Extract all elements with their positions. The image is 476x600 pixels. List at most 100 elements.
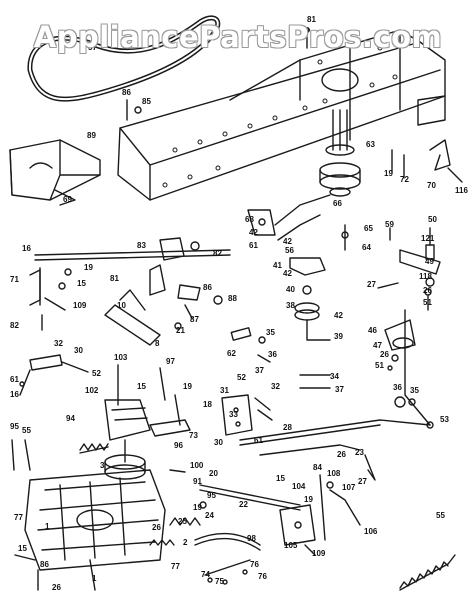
part-label: 35 bbox=[266, 328, 275, 337]
part-label: 83 bbox=[137, 241, 146, 250]
brake-cluster-97-drawing bbox=[104, 364, 191, 441]
part-label: 81 bbox=[110, 274, 119, 283]
part-label: 19 bbox=[84, 263, 93, 272]
watermark: AppliancePartsPros.com bbox=[33, 20, 443, 54]
part-label: 19 bbox=[304, 495, 313, 504]
part-label: 28 bbox=[283, 423, 292, 432]
part-label: 84 bbox=[313, 463, 322, 472]
part-label: 65 bbox=[364, 224, 373, 233]
part-label: 25 bbox=[178, 517, 187, 526]
part-label: 69 bbox=[63, 195, 72, 204]
bracket-105-drawing bbox=[279, 474, 361, 556]
part-label: 95 bbox=[10, 422, 19, 431]
part-label: 59 bbox=[385, 220, 394, 229]
part-label: 49 bbox=[425, 257, 434, 266]
part-label: 61 bbox=[249, 241, 258, 250]
bolt-81-drawing bbox=[304, 27, 310, 49]
spring-94-drawing bbox=[79, 443, 109, 454]
part-label: 89 bbox=[87, 131, 96, 140]
lever-8-10-drawing bbox=[104, 289, 161, 346]
part-label: 26 bbox=[380, 350, 389, 359]
part-label: 57 bbox=[88, 43, 97, 52]
drive-belt-drawing bbox=[27, 15, 221, 102]
clevis-30-32-drawing bbox=[19, 354, 89, 396]
hardware-62-drawing bbox=[230, 327, 271, 363]
part-label: 37 bbox=[255, 366, 264, 375]
bolt-64-65-drawing bbox=[341, 224, 349, 251]
link-34-drawing bbox=[299, 374, 331, 389]
part-label: 8 bbox=[155, 339, 160, 348]
part-label: 106 bbox=[364, 527, 378, 536]
part-label: 39 bbox=[334, 332, 343, 341]
part-label: 23 bbox=[355, 448, 364, 457]
part-label: 91 bbox=[193, 477, 202, 486]
part-label: 73 bbox=[189, 431, 198, 440]
part-label: 3 bbox=[100, 461, 105, 470]
part-label: 36 bbox=[268, 350, 277, 359]
spring-clip-70-drawing bbox=[429, 139, 463, 183]
bracket-82-83-drawing bbox=[149, 237, 200, 296]
part-label: 19 bbox=[384, 169, 393, 178]
part-label: 53 bbox=[440, 415, 449, 424]
part-label: 35 bbox=[410, 386, 419, 395]
part-label: 75 bbox=[215, 577, 224, 586]
part-label: 19 bbox=[183, 382, 192, 391]
pins-19-72-drawing bbox=[391, 149, 405, 179]
part-label: 76 bbox=[258, 572, 267, 581]
pulley-63-drawing bbox=[319, 109, 361, 197]
part-label: 96 bbox=[174, 441, 183, 450]
part-label: 52 bbox=[237, 373, 246, 382]
pan-98-drawing bbox=[194, 532, 261, 551]
part-label: 116 bbox=[455, 186, 468, 195]
part-label: 42 bbox=[334, 311, 343, 320]
part-label: 82 bbox=[213, 249, 222, 258]
part-label: 85 bbox=[142, 97, 151, 106]
part-label: 71 bbox=[10, 275, 19, 284]
part-label: 97 bbox=[166, 357, 175, 366]
part-label: 77 bbox=[171, 562, 180, 571]
part-label: 34 bbox=[330, 372, 339, 381]
part-label: 37 bbox=[335, 385, 344, 394]
part-label: 15 bbox=[137, 382, 146, 391]
part-label: 21 bbox=[176, 326, 185, 335]
part-label: 16 bbox=[22, 244, 31, 253]
part-label: 27 bbox=[367, 280, 376, 289]
part-label: 22 bbox=[239, 500, 248, 509]
part-label: 72 bbox=[400, 175, 409, 184]
bracket-31-drawing bbox=[221, 394, 273, 436]
transmission-1-drawing bbox=[24, 469, 166, 591]
part-label: 100 bbox=[190, 461, 204, 470]
part-label: 109 bbox=[73, 301, 87, 310]
part-label: 105 bbox=[284, 541, 298, 550]
part-label: 82 bbox=[10, 321, 19, 330]
part-label: 20 bbox=[209, 469, 218, 478]
part-label: 86 bbox=[122, 88, 131, 97]
part-label: 26 bbox=[152, 523, 161, 532]
part-label: 19 bbox=[193, 503, 202, 512]
part-label: 61 bbox=[10, 375, 19, 384]
part-label: 40 bbox=[286, 285, 295, 294]
part-label: 32 bbox=[54, 339, 63, 348]
hardware-15-86-drawing bbox=[14, 554, 39, 591]
part-label: 10 bbox=[117, 301, 126, 310]
part-label: 55 bbox=[436, 511, 445, 520]
part-label: 52 bbox=[92, 369, 101, 378]
part-label: 87 bbox=[190, 315, 199, 324]
part-label: 104 bbox=[292, 482, 306, 491]
part-label: 74 bbox=[201, 570, 210, 579]
part-label: 88 bbox=[228, 294, 237, 303]
spring-2-drawing bbox=[149, 539, 175, 546]
part-label: 64 bbox=[362, 243, 371, 252]
tractor-frame-drawing bbox=[117, 29, 446, 201]
part-label: 24 bbox=[205, 511, 214, 520]
part-label: 38 bbox=[286, 301, 295, 310]
part-label: 68 bbox=[245, 215, 254, 224]
part-label: 18 bbox=[203, 400, 212, 409]
part-label: 36 bbox=[393, 383, 402, 392]
part-label: 42 bbox=[249, 228, 258, 237]
bracket-46-drawing bbox=[384, 319, 416, 371]
part-label: 42 bbox=[283, 237, 292, 246]
part-label: 63 bbox=[366, 140, 375, 149]
part-label: 47 bbox=[373, 341, 382, 350]
bell-crank-86-drawing bbox=[174, 284, 223, 330]
